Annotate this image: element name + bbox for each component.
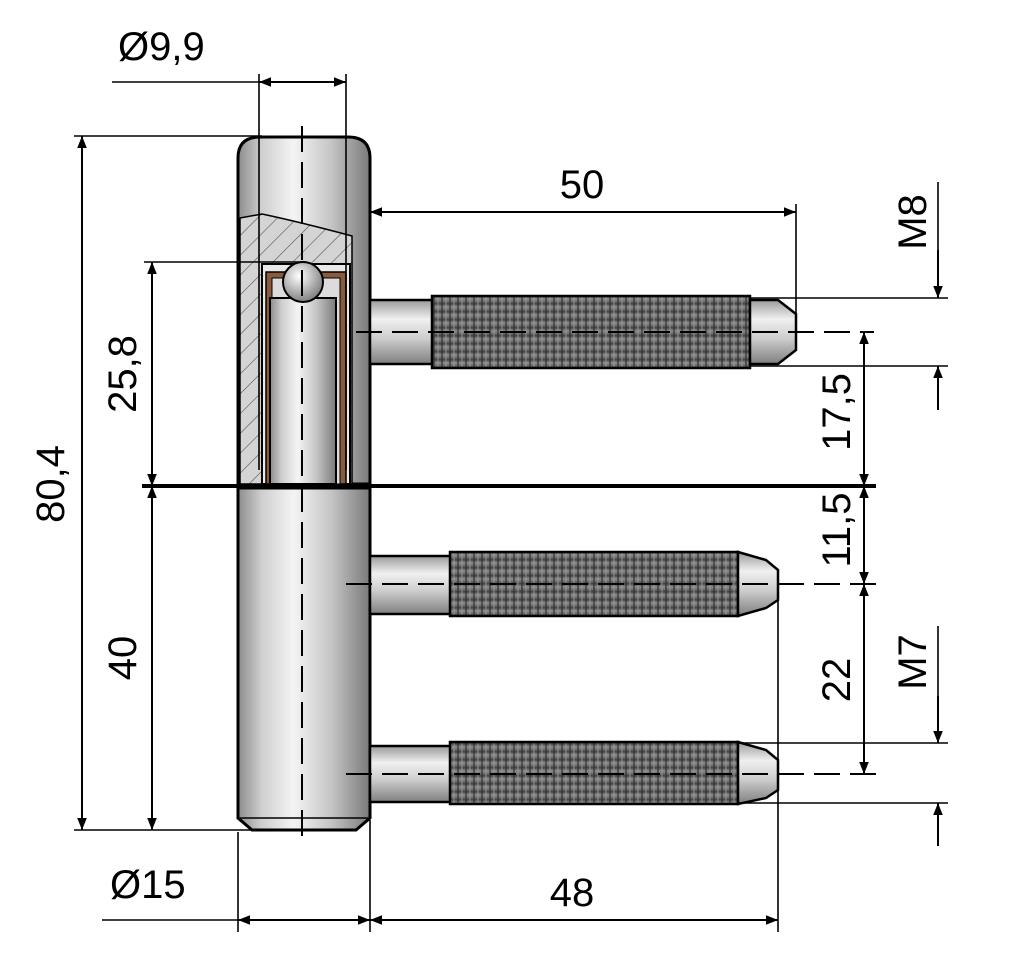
lower-barrel xyxy=(236,486,372,832)
dim-pin-diameter: Ø9,9 xyxy=(118,25,205,69)
dim-lower-bolt-length: 48 xyxy=(550,871,595,915)
dim-sleeve-diameter: Ø15 xyxy=(110,863,186,907)
dim-lower-offset: 11,5 xyxy=(815,493,859,568)
dimension-lines xyxy=(77,77,943,925)
dim-upper-bolt-length: 50 xyxy=(560,163,605,207)
dim-upper-thread: M8 xyxy=(891,194,935,250)
dim-lower-height: 40 xyxy=(101,636,145,681)
dim-bolt-spacing: 22 xyxy=(815,658,859,703)
dim-lower-thread: M7 xyxy=(891,634,935,690)
dim-upper-offset: 17,5 xyxy=(815,373,859,451)
dim-total-height: 80,4 xyxy=(29,445,73,523)
dim-upper-height: 25,8 xyxy=(101,335,145,413)
hinge-body xyxy=(236,135,798,832)
dimension-labels: Ø9,9 Ø15 80,4 25,8 40 50 48 M8 M7 17,5 1… xyxy=(29,25,935,915)
center-lines xyxy=(301,126,876,842)
